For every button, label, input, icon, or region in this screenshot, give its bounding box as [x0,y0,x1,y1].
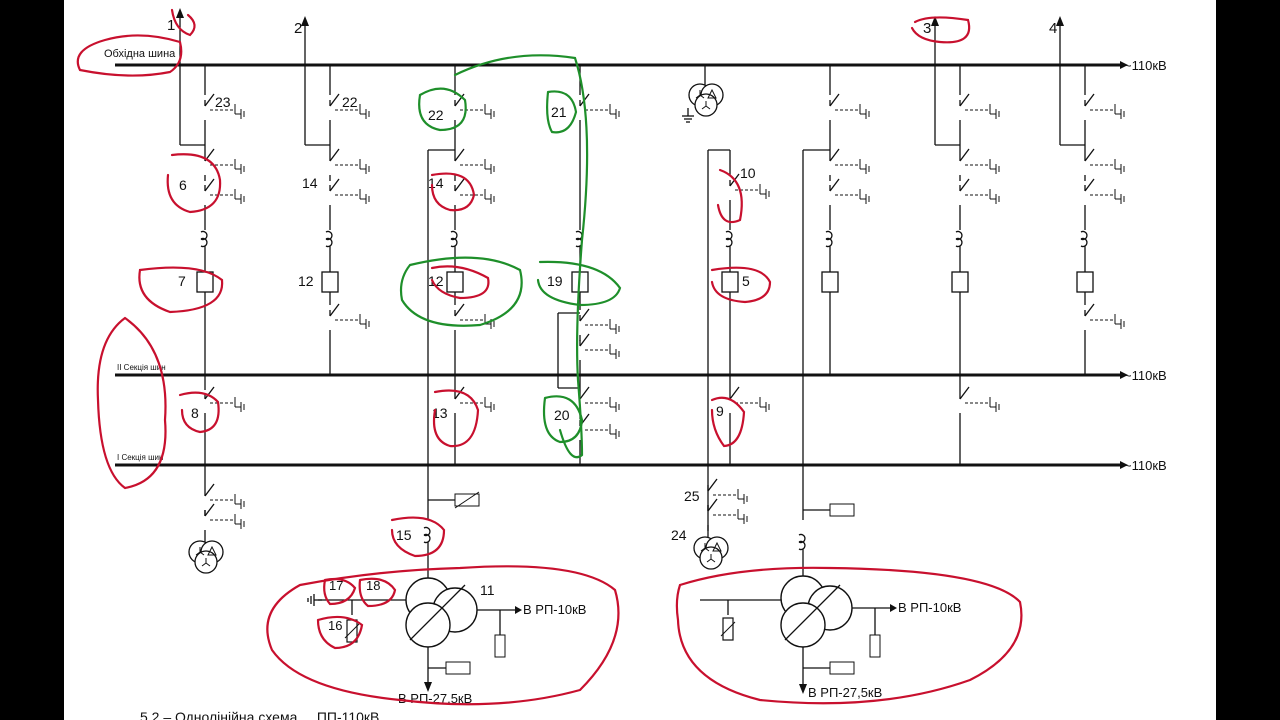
line-3-label: 3 [923,20,931,37]
label-18: 18 [366,578,380,593]
label-22b: 22 [428,107,444,123]
label-5: 5 [742,273,750,289]
bay-columns [188,65,1125,574]
schematic: ~110кВ ~110кВ ~110кВ Обхідна шина II Сек… [76,8,1167,720]
bypass-bus-voltage: ~110кВ [1124,58,1167,73]
label-14b: 14 [428,175,444,191]
section1-bus-voltage: ~110кВ [1124,458,1167,473]
right-output-rp27: В РП-27,5кВ [808,685,882,700]
left-transformer-group [307,491,522,692]
line-2-label: 2 [294,20,302,37]
label-22a: 22 [342,94,358,110]
label-7: 7 [178,273,186,289]
label-16: 16 [328,618,342,633]
label-12b: 12 [428,273,444,289]
label-13: 13 [432,405,448,421]
red-annotations [76,8,1023,706]
label-6: 6 [179,177,187,193]
label-10: 10 [740,165,756,181]
green-annotations [399,54,622,459]
label-21: 21 [551,104,567,120]
label-14a: 14 [302,175,318,191]
line-1-label: 1 [167,17,175,34]
section2-bus-voltage: ~110кВ [1124,368,1167,383]
bypass-bus-label: Обхідна шина [104,48,176,60]
caption: 5.2 – Однолінійна схема ... ПП-110кВ ... [140,709,395,720]
right-transformer-group [700,503,897,694]
label-12a: 12 [298,273,314,289]
left-output-rp10: В РП-10кВ [523,602,586,617]
section2-bus-label: II Секція шин [117,363,166,372]
label-15: 15 [396,527,412,543]
label-11: 11 [480,582,495,598]
label-19: 19 [547,273,563,289]
label-8: 8 [191,405,199,421]
line-4-label: 4 [1049,20,1057,37]
label-9: 9 [716,403,724,419]
label-17: 17 [329,578,343,593]
incoming-lines [176,8,1085,146]
label-24: 24 [671,527,687,543]
diagram-sheet: ~110кВ ~110кВ ~110кВ Обхідна шина II Сек… [64,0,1216,720]
transformer-24 [693,478,748,570]
label-20: 20 [554,407,570,423]
section1-bus-label: I Секція шин [117,453,163,462]
right-output-rp10: В РП-10кВ [898,600,961,615]
label-23: 23 [215,94,231,110]
label-25: 25 [684,488,700,504]
